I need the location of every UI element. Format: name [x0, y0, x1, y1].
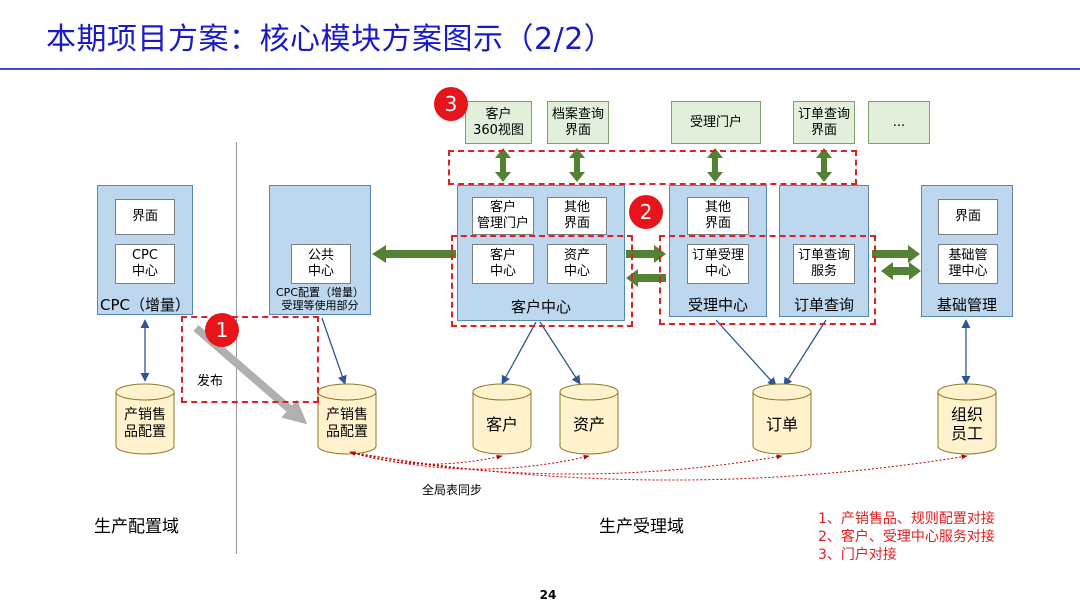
arrow-customer-acceptance-top	[626, 245, 666, 263]
db-org-staff	[937, 383, 997, 455]
cpc-ui-box: 界面	[115, 199, 175, 235]
badge-2: 2	[629, 195, 663, 229]
domain-config-label: 生产配置域	[94, 517, 179, 537]
db-customer-label: 客户	[485, 414, 518, 434]
channel-acceptance-portal: 受理门户	[671, 101, 761, 144]
highlight-customer-services	[451, 235, 633, 327]
db-product-config-right-label: 产销售 品配置	[326, 407, 368, 440]
arrow-v-archive	[569, 148, 585, 182]
db-product-config-right	[317, 383, 377, 455]
arrow-public-customer	[372, 245, 456, 263]
customer-portal-box: 客户 管理门户	[472, 197, 534, 235]
db-product-config-left-label: 产销售 品配置	[124, 407, 166, 440]
cpc-center-box: CPC 中心	[115, 244, 175, 284]
sync-to-order	[349, 451, 783, 475]
title-rule	[0, 68, 1080, 70]
panel-basic-mgmt-label: 基础管理	[936, 296, 997, 314]
channel-customer-360: 客户 360视图	[465, 101, 532, 144]
note-1: 1、产销售品、规则配置对接	[818, 511, 995, 527]
channel-more: ...	[868, 101, 930, 144]
public-center-box: 公共 中心	[291, 244, 351, 284]
note-3: 3、门户对接	[818, 547, 897, 563]
db-product-config-left	[115, 383, 175, 455]
highlight-publish-config	[181, 316, 319, 403]
note-2: 2、客户、受理中心服务对接	[818, 529, 995, 545]
arrow-acceptance-order-db	[715, 319, 777, 387]
page-number: 24	[539, 588, 557, 602]
badge-3: 3	[434, 87, 468, 121]
order-acceptance-box: 订单受理 中心	[687, 244, 749, 284]
service-link-arrows	[372, 245, 921, 287]
arrow-customer-db	[501, 321, 537, 385]
domain-acceptance-label: 生产受理域	[599, 517, 684, 537]
db-order-label: 订单	[765, 414, 798, 434]
arrow-query-order-db	[783, 319, 827, 387]
highlight-portal-integration	[448, 150, 857, 185]
sync-to-asset	[349, 451, 590, 470]
order-query-service-box: 订单查询 服务	[793, 244, 855, 284]
arrow-v-360	[495, 148, 511, 182]
panel-public-label: CPC配置（增量） 受理等使用部分	[276, 286, 364, 312]
sync-to-staff	[349, 451, 968, 481]
portal-link-arrows	[495, 148, 832, 182]
asset-center-box: 资产 中心	[547, 244, 607, 284]
db-link-arrows	[140, 317, 971, 387]
db-customer	[472, 383, 532, 455]
integration-notes: 1、产销售品、规则配置对接 2、客户、受理中心服务对接 3、门户对接	[818, 510, 995, 564]
db-order	[752, 383, 812, 455]
acceptance-other-ui-box: 其他 界面	[687, 197, 749, 235]
arrow-order-basic-bottom	[881, 262, 921, 280]
domain-divider	[236, 142, 237, 554]
basic-ui-box: 界面	[938, 199, 998, 235]
panel-cpc-label: CPC（增量）	[100, 296, 190, 314]
arrow-v-orderquery	[816, 148, 832, 182]
global-sync-lines	[349, 451, 968, 481]
db-asset-label: 资产	[572, 414, 605, 434]
sync-to-customer	[349, 451, 503, 465]
db-asset	[559, 383, 619, 455]
basic-center-box: 基础管 理中心	[938, 244, 998, 284]
customer-center-box: 客户 中心	[472, 244, 534, 284]
global-sync-label: 全局表同步	[422, 483, 483, 497]
arrow-public-db	[321, 317, 347, 385]
arrow-customer-acceptance-bottom	[626, 269, 666, 287]
page-title: 本期项目方案：核心模块方案图示（2/2）	[46, 22, 615, 57]
panel-acceptance-center-label: 受理中心	[687, 296, 748, 314]
channel-order-query-ui: 订单查询 界面	[793, 101, 855, 144]
channel-archive-query: 档案查询 界面	[547, 101, 609, 144]
db-org-staff-label: 组织 员工	[950, 405, 983, 443]
highlight-acceptance-services	[659, 235, 876, 325]
arrow-order-basic-top	[872, 245, 920, 263]
customer-other-ui-box: 其他 界面	[547, 197, 607, 235]
badge-1: 1	[205, 313, 239, 347]
panel-order-query-label: 订单查询	[793, 296, 854, 314]
arrow-asset-db	[539, 321, 581, 385]
publish-label: 发布	[197, 374, 224, 389]
panel-customer-center-label: 客户中心	[510, 298, 571, 316]
arrow-v-portal	[707, 148, 723, 182]
database-cylinders	[115, 383, 997, 455]
